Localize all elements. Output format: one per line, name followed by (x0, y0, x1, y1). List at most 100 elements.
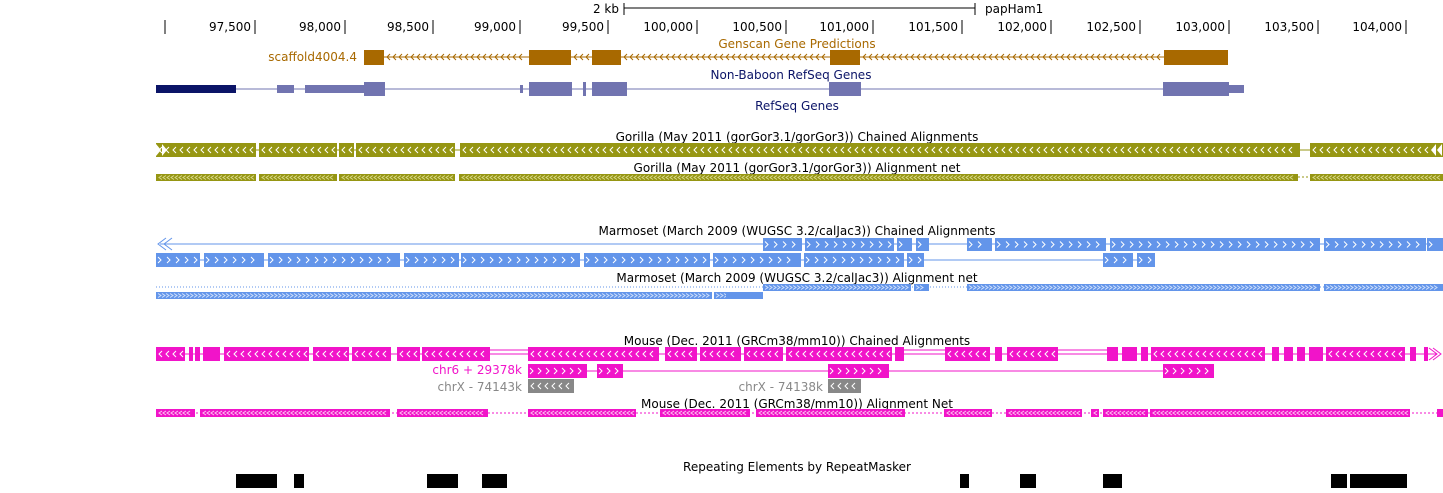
mouse-chain-block[interactable] (1284, 347, 1293, 361)
mouse-chain-block[interactable] (828, 364, 889, 378)
repeat-element[interactable] (236, 474, 277, 488)
mouse-net-block[interactable] (660, 409, 750, 417)
mouse-chain-block[interactable] (995, 347, 1002, 361)
marmoset-chain-block[interactable] (204, 253, 264, 267)
mouse-chain-track[interactable]: Mouse (Dec. 2011 (GRCm38/mm10)) Chained … (156, 334, 1442, 394)
genscan-exon[interactable] (529, 50, 571, 65)
genscan-exon[interactable] (364, 50, 384, 65)
mouse-chain-block[interactable] (744, 347, 783, 361)
mouse-chain-block[interactable] (1309, 347, 1323, 361)
gorilla-chain-block[interactable] (259, 143, 337, 157)
refseq-exon[interactable] (520, 85, 523, 93)
mouse-chain-block[interactable] (352, 347, 391, 361)
marmoset-net-block[interactable] (763, 284, 911, 291)
marmoset-net-block[interactable] (1324, 284, 1443, 291)
marmoset-chain-block[interactable] (1103, 253, 1133, 267)
gorilla-net-block[interactable] (156, 174, 256, 181)
mouse-net-block[interactable] (1091, 409, 1099, 417)
marmoset-net-block[interactable] (726, 292, 763, 299)
repeat-element[interactable] (294, 474, 304, 488)
marmoset-chain-block[interactable] (404, 253, 459, 267)
marmoset-chain-block[interactable] (268, 253, 400, 267)
mouse-net-block[interactable] (1437, 409, 1443, 417)
mouse-chain-block[interactable] (1151, 347, 1265, 361)
genscan-exon[interactable] (592, 50, 621, 65)
mouse-net-track[interactable]: Mouse (Dec. 2011 (GRCm38/mm10)) Alignmen… (156, 397, 1443, 417)
mouse-chain-block[interactable] (1007, 347, 1058, 361)
gorilla-chain-track[interactable]: Gorilla (May 2011 (gorGor3.1/gorGor3)) C… (156, 130, 1443, 157)
mouse-chain-block[interactable] (156, 347, 185, 361)
gorilla-chain-block[interactable] (339, 143, 354, 157)
mouse-chain-block[interactable] (786, 347, 892, 361)
refseq-exon[interactable] (1163, 82, 1229, 96)
repeat-element[interactable] (427, 474, 458, 488)
mouse-chain-block[interactable] (1326, 347, 1405, 361)
marmoset-chain-block[interactable] (1427, 238, 1443, 251)
marmoset-net-block[interactable] (156, 292, 712, 299)
repeat-element[interactable] (1331, 474, 1347, 488)
mouse-chain-block[interactable] (1410, 347, 1416, 361)
mouse-chain-block[interactable] (700, 347, 741, 361)
mouse-chain-block[interactable] (1122, 347, 1137, 361)
marmoset-net-track[interactable]: Marmoset (March 2009 (WUGSC 3.2/calJac3)… (156, 271, 1443, 299)
marmoset-chain-block[interactable] (156, 253, 200, 267)
mouse-net-block[interactable] (397, 409, 488, 417)
mouse-chain-block[interactable] (195, 347, 200, 361)
mouse-net-block[interactable] (1150, 409, 1410, 417)
other-refseq-gene[interactable] (156, 85, 236, 93)
mouse-chain-block[interactable] (189, 347, 193, 361)
repeat-element[interactable] (1103, 474, 1122, 488)
mouse-chain-block[interactable] (1141, 347, 1148, 361)
repeat-element[interactable] (1350, 474, 1407, 488)
mouse-chain-item-label[interactable]: chrX - 74138k (739, 380, 823, 394)
marmoset-chain-block[interactable] (763, 238, 802, 251)
genscan-exon[interactable] (1164, 50, 1228, 65)
genscan-exon[interactable] (830, 50, 860, 65)
marmoset-chain-block[interactable] (713, 253, 801, 267)
mouse-chain-block[interactable] (397, 347, 420, 361)
marmoset-net-block[interactable] (914, 284, 929, 291)
mouse-chain-block[interactable] (422, 347, 490, 361)
gorilla-net-track[interactable]: Gorilla (May 2011 (gorGor3.1/gorGor3)) A… (156, 161, 1443, 181)
marmoset-chain-block[interactable] (916, 238, 929, 251)
gorilla-net-block[interactable] (339, 174, 455, 181)
mouse-chain-block[interactable] (945, 347, 990, 361)
marmoset-chain-block[interactable] (967, 238, 992, 251)
marmoset-chain-block[interactable] (1137, 253, 1155, 267)
genscan-item-label[interactable]: scaffold4004.4 (268, 50, 357, 64)
genscan-track[interactable]: Genscan Gene Predictions scaffold4004.4 (268, 37, 1228, 65)
mouse-net-block[interactable] (1006, 409, 1082, 417)
marmoset-chain-block[interactable] (1324, 238, 1426, 251)
refseq-exon[interactable] (305, 85, 364, 93)
mouse-chain-block[interactable] (528, 379, 574, 393)
refseq-track[interactable]: Non-Baboon RefSeq Genes RefSeq Genes (156, 68, 1244, 113)
marmoset-chain-track[interactable]: Marmoset (March 2009 (WUGSC 3.2/calJac3)… (156, 224, 1443, 267)
mouse-chain-block[interactable] (1424, 347, 1428, 361)
mouse-chain-block[interactable] (203, 347, 220, 361)
mouse-net-block[interactable] (944, 409, 992, 417)
mouse-chain-item-label[interactable]: chrX - 74143k (438, 380, 522, 394)
repeat-element[interactable] (1020, 474, 1036, 488)
mouse-chain-block[interactable] (1272, 347, 1279, 361)
gorilla-chain-block[interactable] (460, 143, 1300, 157)
refseq-exon[interactable] (592, 82, 627, 96)
refseq-exon[interactable] (529, 82, 572, 96)
mouse-chain-block[interactable] (1163, 364, 1214, 378)
mouse-net-block[interactable] (528, 409, 636, 417)
mouse-chain-block[interactable] (895, 347, 904, 361)
refseq-exon[interactable] (364, 82, 385, 96)
repeat-element[interactable] (482, 474, 507, 488)
repeat-element[interactable] (960, 474, 969, 488)
marmoset-chain-block[interactable] (1110, 238, 1320, 251)
refseq-exon[interactable] (277, 85, 294, 93)
mouse-chain-block[interactable] (665, 347, 697, 361)
mouse-chain-item-label[interactable]: chr6 + 29378k (432, 363, 522, 377)
refseq-exon[interactable] (829, 82, 861, 96)
marmoset-chain-block[interactable] (907, 253, 924, 267)
gorilla-chain-block[interactable] (356, 143, 455, 157)
mouse-chain-block[interactable] (313, 347, 349, 361)
gorilla-chain-block[interactable] (156, 143, 256, 157)
marmoset-chain-block[interactable] (805, 238, 894, 251)
